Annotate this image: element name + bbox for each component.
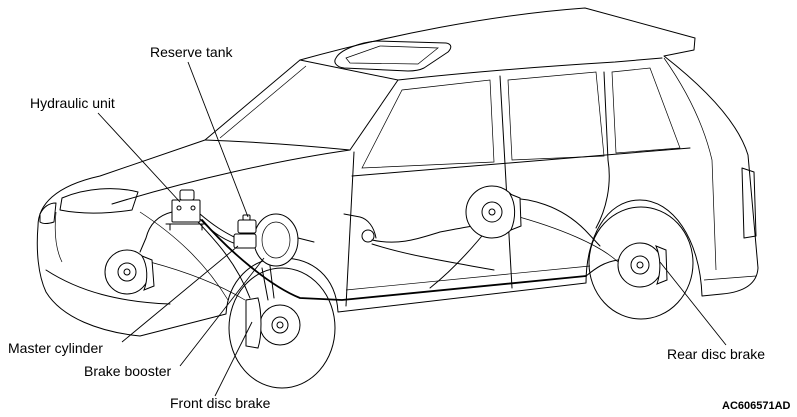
front-disc-brake-label: Front disc brake [170, 395, 271, 411]
near-a-pillar [350, 80, 398, 150]
brake-pipes [140, 198, 618, 300]
b-pillar-door-line [500, 76, 512, 288]
far-front-disc-brake [105, 250, 154, 294]
far-rear-disc-brake [466, 186, 521, 238]
front-disc-brake-leader [215, 322, 252, 396]
brake-booster-label: Brake booster [84, 363, 171, 379]
parking-brake-cable-2 [372, 244, 494, 270]
front-caliper [246, 298, 261, 348]
reserve-tank [238, 215, 256, 233]
hydraulic-unit-motor [180, 190, 194, 200]
rear-disc-brake [618, 243, 667, 287]
reserve-tank-cap [243, 215, 250, 220]
near-hood-edge [112, 150, 350, 204]
beltline [352, 148, 690, 176]
far-headlight [40, 203, 56, 224]
rear-disc-brake-leader [660, 262, 726, 345]
front-crossmember [150, 262, 245, 300]
rear-bumper-line [704, 276, 756, 280]
front-disc-brake [246, 266, 300, 348]
figure-code: AC606571AD [722, 400, 791, 412]
front-disc [260, 305, 300, 345]
quarter-window [612, 68, 680, 153]
master-cylinder-label: Master cylinder [8, 340, 103, 356]
hydraulic-unit-bracket [166, 224, 206, 230]
sunroof-inner [346, 46, 438, 64]
hydraulic-unit [166, 190, 206, 230]
roof-near-edge [398, 58, 662, 80]
reserve-tank-body [238, 220, 256, 233]
rear-corner-line [664, 58, 716, 270]
reserve-tank-leader [188, 62, 248, 217]
brake-booster [254, 214, 314, 266]
reserve-tank-label: Reserve tank [150, 44, 233, 60]
master-cylinder [234, 234, 256, 248]
grille-line [55, 212, 62, 262]
brake-pipe-near-rear [586, 260, 618, 276]
brake-booster-pushrod [298, 238, 314, 242]
rear-disc [618, 243, 662, 287]
rear-disc-brake-label: Rear disc brake [667, 346, 765, 362]
hydraulic-unit-body [172, 200, 200, 222]
front-door-front-edge [346, 152, 354, 306]
far-a-pillar-inner [220, 66, 306, 138]
tail-light [742, 168, 756, 238]
near-headlight [60, 189, 138, 213]
front-door-window [362, 80, 494, 168]
cowl-line [205, 140, 350, 150]
rear-door-window [508, 72, 604, 160]
hydraulic-unit-label: Hydraulic unit [30, 95, 115, 111]
